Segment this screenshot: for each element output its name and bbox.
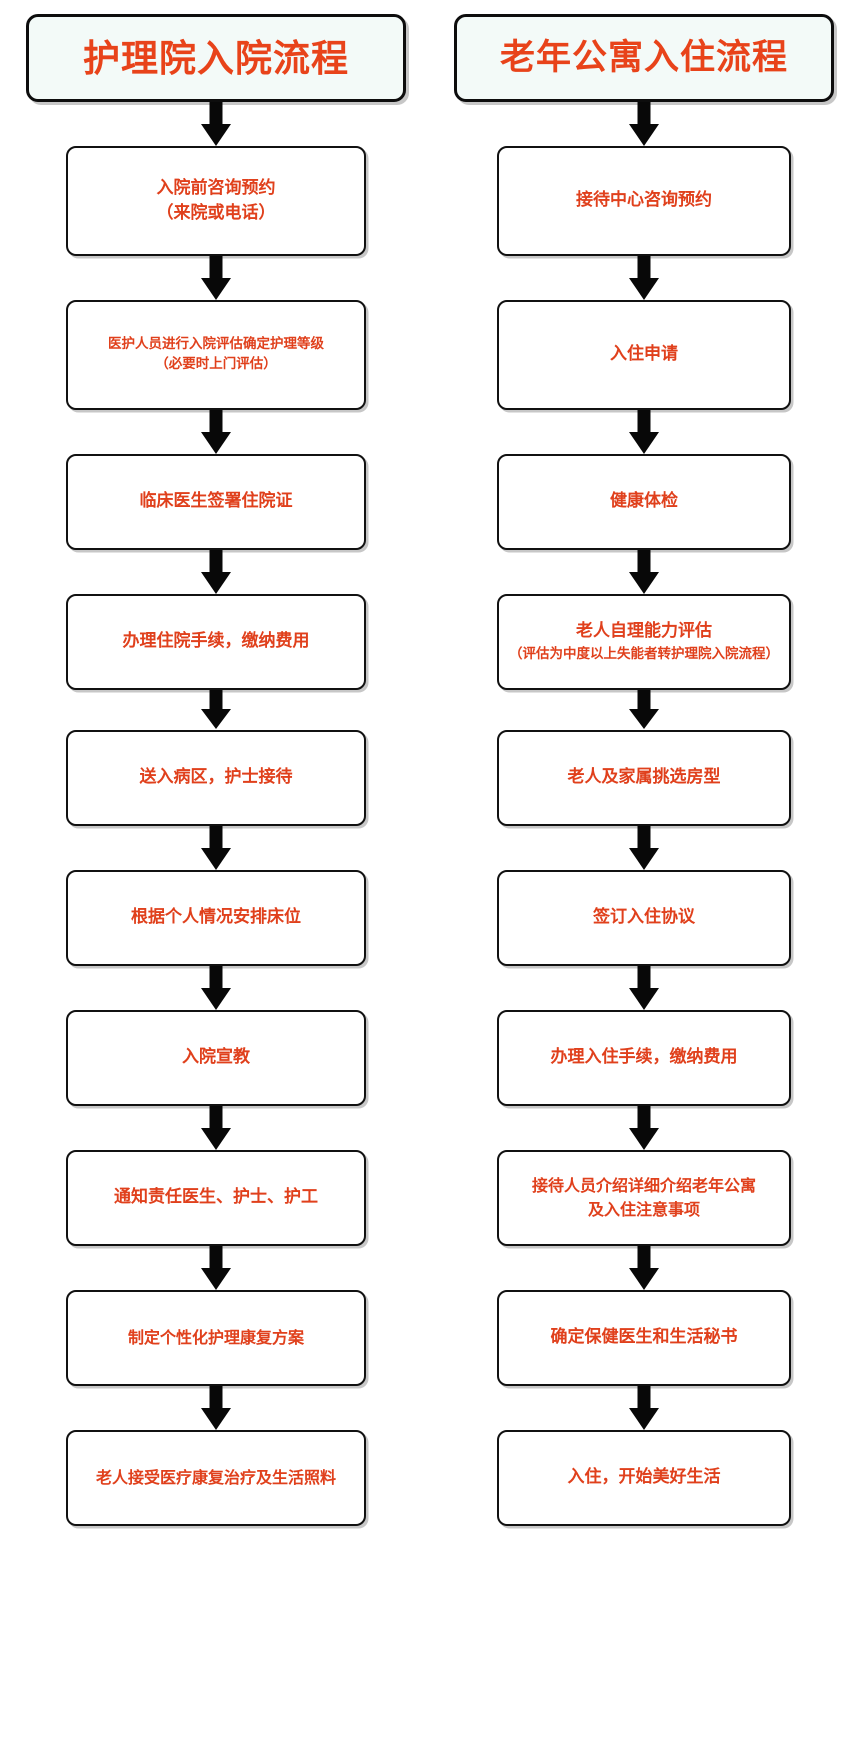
flow-column-nursing-home-admission: 护理院入院流程 入院前咨询预约 （来院或电话） 医护人员进行入院评估确定护理等级… [16, 14, 416, 1758]
arrow-down-icon [199, 690, 233, 730]
flow-node-right-7: 办理入住手续，缴纳费用 [497, 1010, 791, 1106]
arrow-down-icon [199, 1106, 233, 1150]
flow-node-left-5: 送入病区，护士接待 [66, 730, 366, 826]
flow-node-line: 入院前咨询预约 [156, 177, 276, 198]
flow-node-line: 接待人员介绍详细介绍老年公寓 [531, 1176, 756, 1196]
arrow-down-icon [199, 826, 233, 870]
column-header-title: 老年公寓入住流程 [499, 37, 788, 78]
arrow-down-icon [199, 966, 233, 1010]
flow-node-left-9: 制定个性化护理康复方案 [66, 1290, 366, 1386]
flow-node-line: 办理入住手续，缴纳费用 [550, 1047, 738, 1068]
flow-node-line: 临床医生签署住院证 [139, 491, 293, 512]
arrow-down-icon [627, 256, 661, 300]
flow-node-left-7: 入院宣教 [66, 1010, 366, 1106]
flow-node-line: 办理住院手续，缴纳费用 [122, 631, 310, 652]
flow-node-left-6: 根据个人情况安排床位 [66, 870, 366, 966]
arrow-down-icon [627, 690, 661, 730]
arrow-down-icon [627, 1246, 661, 1290]
arrow-down-icon [199, 550, 233, 594]
flow-node-line: 老人接受医疗康复治疗及生活照料 [95, 1468, 336, 1488]
column-header-title: 护理院入院流程 [83, 36, 349, 80]
flow-node-left-2: 医护人员进行入院评估确定护理等级 （必要时上门评估） [66, 300, 366, 410]
flow-node-line: 入住申请 [610, 344, 678, 365]
flow-node-right-10: 入住，开始美好生活 [497, 1430, 791, 1526]
arrow-down-icon [627, 826, 661, 870]
flow-node-line: 确定保健医生和生活秘书 [550, 1327, 738, 1348]
flow-node-line: （必要时上门评估） [155, 356, 277, 372]
flow-node-line: 健康体检 [610, 491, 678, 512]
flow-node-line: （评估为中度以上失能者转护理院入院流程） [509, 645, 779, 662]
arrow-down-icon [199, 1386, 233, 1430]
flow-node-right-6: 签订入住协议 [497, 870, 791, 966]
flow-node-line: 送入病区，护士接待 [139, 767, 293, 788]
flow-node-line: （来院或电话） [156, 203, 276, 223]
arrow-down-icon [627, 966, 661, 1010]
flow-node-left-8: 通知责任医生、护士、护工 [66, 1150, 366, 1246]
flow-node-right-4: 老人自理能力评估 （评估为中度以上失能者转护理院入院流程） [497, 594, 791, 690]
flow-node-line: 签订入住协议 [593, 907, 695, 928]
arrow-down-icon [199, 1246, 233, 1290]
flow-node-right-8: 接待人员介绍详细介绍老年公寓 及入住注意事项 [497, 1150, 791, 1246]
flow-node-line: 入院宣教 [182, 1047, 250, 1068]
flow-node-right-3: 健康体检 [497, 454, 791, 550]
arrow-down-icon [627, 1106, 661, 1150]
flow-node-left-1: 入院前咨询预约 （来院或电话） [66, 146, 366, 256]
flow-column-senior-apartment-checkin: 老年公寓入住流程 接待中心咨询预约 入住申请 健康体检 老人自理能力评估 （评估… [444, 14, 844, 1758]
flow-node-right-9: 确定保健医生和生活秘书 [497, 1290, 791, 1386]
flow-node-right-2: 入住申请 [497, 300, 791, 410]
arrow-down-icon [199, 410, 233, 454]
flow-node-line: 制定个性化护理康复方案 [127, 1328, 304, 1348]
arrow-down-icon [627, 1386, 661, 1430]
flow-node-right-5: 老人及家属挑选房型 [497, 730, 791, 826]
column-header-senior-apartment: 老年公寓入住流程 [454, 14, 834, 102]
flow-node-line: 医护人员进行入院评估确定护理等级 [108, 336, 324, 353]
flow-node-line: 及入住注意事项 [587, 1200, 700, 1219]
flow-node-line: 通知责任医生、护士、护工 [114, 1187, 318, 1208]
flow-node-line: 老人自理能力评估 [576, 621, 712, 642]
arrow-down-icon [627, 550, 661, 594]
arrow-down-icon [199, 102, 233, 146]
flow-node-line: 入住，开始美好生活 [567, 1467, 721, 1488]
flow-node-left-3: 临床医生签署住院证 [66, 454, 366, 550]
arrow-down-icon [199, 256, 233, 300]
flow-node-line: 老人及家属挑选房型 [567, 767, 721, 788]
arrow-down-icon [627, 102, 661, 146]
flow-node-right-1: 接待中心咨询预约 [497, 146, 791, 256]
arrow-down-icon [627, 410, 661, 454]
flow-node-line: 根据个人情况安排床位 [131, 907, 301, 928]
column-header-nursing-home: 护理院入院流程 [26, 14, 406, 102]
flow-node-left-4: 办理住院手续，缴纳费用 [66, 594, 366, 690]
flow-node-line: 接待中心咨询预约 [576, 190, 712, 211]
flow-node-left-10: 老人接受医疗康复治疗及生活照料 [66, 1430, 366, 1526]
